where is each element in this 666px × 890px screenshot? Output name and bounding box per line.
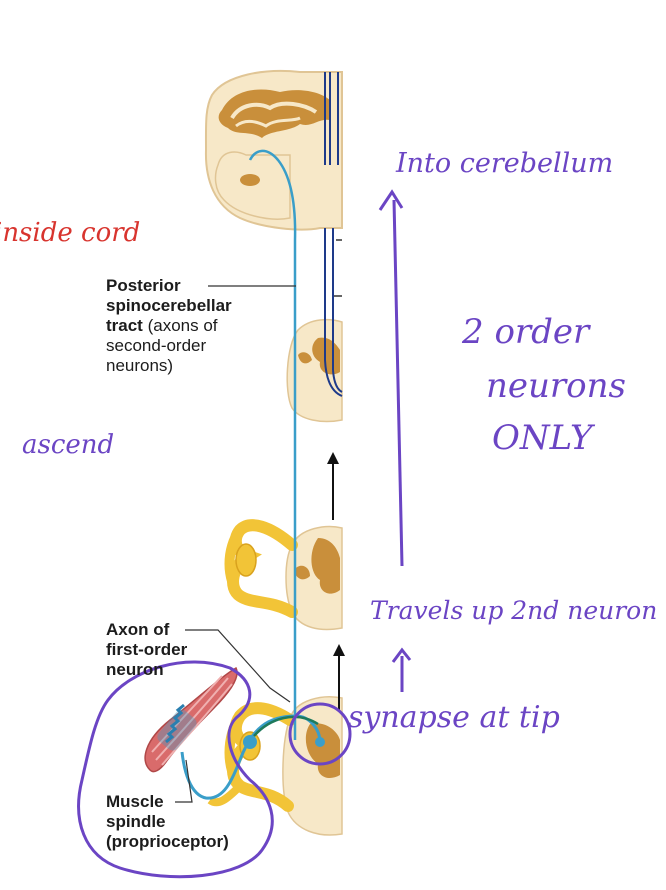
posterior-tract-label: Posterior spinocerebellar tract (axons o… xyxy=(106,276,232,376)
note-neurons: neurons xyxy=(486,366,626,406)
second-order-neuron-tract xyxy=(248,149,325,747)
cord-section-lower xyxy=(282,696,343,836)
dark-tracts xyxy=(324,72,343,397)
muscle xyxy=(144,666,238,773)
note-inside-cord: inside cord xyxy=(0,218,141,248)
note-ascend: ascend xyxy=(22,430,115,460)
first-order-neuron xyxy=(180,714,322,800)
note-travels-up: Travels up 2nd neuron xyxy=(370,596,658,625)
axon-first-order-label: Axon of first-order neuron xyxy=(106,620,188,679)
cord-section-middle xyxy=(285,525,343,631)
posterior-tract-rest: second-order neurons) xyxy=(106,336,207,375)
muscle-spindle-coil xyxy=(157,703,197,751)
upward-arrows xyxy=(327,452,345,710)
note-two-order: 2 order xyxy=(462,312,590,352)
muscle-spindle-label: Muscle spindle (proprioceptor) xyxy=(106,792,229,851)
note-only: ONLY xyxy=(492,418,593,458)
spinal-nerve-middle xyxy=(224,519,298,618)
handwritten-ink xyxy=(77,189,412,879)
leader-lines xyxy=(175,285,296,803)
note-into-cerebellum: Into cerebellum xyxy=(396,148,614,179)
posterior-tract-rest-line3: (axons of xyxy=(142,316,218,335)
posterior-tract-bold: Posterior spinocerebellar tract xyxy=(106,276,232,335)
note-synapse: synapse at tip xyxy=(348,700,560,735)
cerebellum-section xyxy=(204,69,343,231)
